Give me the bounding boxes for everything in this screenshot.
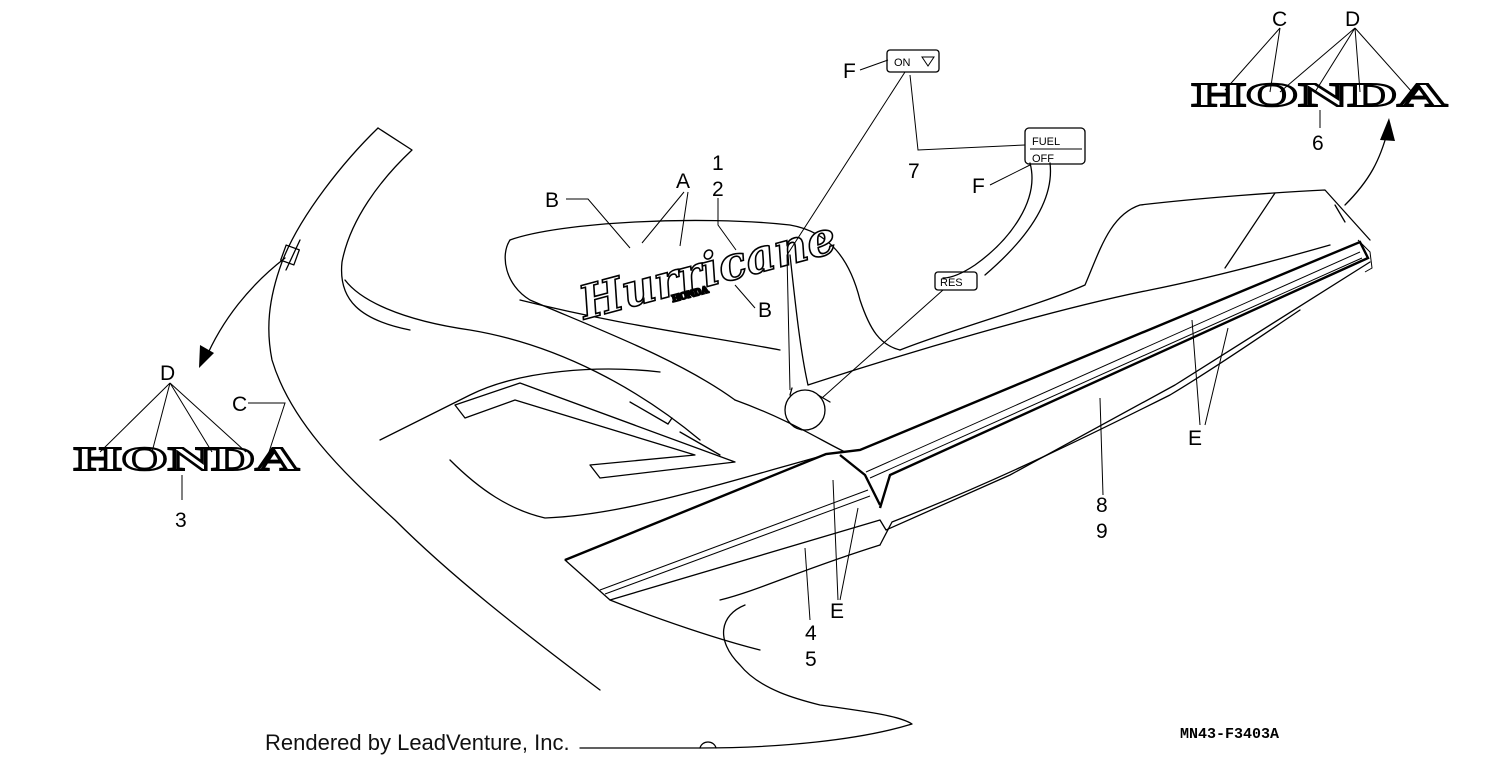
callout-b-left: B — [545, 189, 559, 212]
callout-4: 4 — [805, 622, 817, 645]
fuel-fuel-text: FUEL — [1032, 136, 1060, 148]
honda-decal-right: HONDA — [1191, 76, 1449, 115]
callout-2: 2 — [712, 178, 724, 201]
callout-f-mid: F — [972, 175, 985, 198]
honda-left-text: HONDA — [74, 441, 300, 478]
fuel-label-decals: ON FUEL OFF RES — [886, 49, 1086, 291]
callout-d-left: D — [160, 362, 175, 385]
callout-e-mid: E — [830, 600, 844, 623]
callout-5: 5 — [805, 648, 817, 671]
leader-lines — [99, 27, 1413, 621]
callout-f-top: F — [843, 60, 856, 83]
callout-8: 8 — [1096, 494, 1108, 517]
fuel-off-text: OFF — [1032, 153, 1054, 165]
callout-e-right: E — [1188, 427, 1202, 450]
fuel-res-text: RES — [940, 277, 963, 289]
side-stripe-decals — [564, 239, 1373, 595]
callout-3: 3 — [175, 509, 187, 532]
fairing-outline — [268, 127, 1371, 749]
callout-7: 7 — [908, 160, 920, 183]
callout-a: A — [676, 170, 690, 193]
callout-c-right: C — [1272, 8, 1287, 31]
callout-6: 6 — [1312, 132, 1324, 155]
honda-right-text: HONDA — [1192, 77, 1448, 114]
hurricane-script-text: Hurricane — [571, 210, 841, 331]
fuel-on-text: ON — [894, 57, 911, 69]
callout-b-right: B — [758, 299, 772, 322]
diagram-code: MN43-F3403A — [1180, 726, 1279, 743]
callout-1: 1 — [712, 152, 724, 175]
honda-decal-left: HONDA — [73, 440, 301, 479]
footer-credit: Rendered by LeadVenture, Inc. — [265, 730, 570, 755]
direction-arrows — [199, 118, 1395, 368]
callout-labels: 1 2 A B B F 7 F C D 6 D C 3 E 8 9 E 4 5 — [160, 8, 1360, 671]
callout-9: 9 — [1096, 520, 1108, 543]
callout-c-left: C — [232, 393, 247, 416]
hurricane-decal: Hurricane HONDA — [571, 209, 843, 331]
callout-d-right: D — [1345, 8, 1360, 31]
